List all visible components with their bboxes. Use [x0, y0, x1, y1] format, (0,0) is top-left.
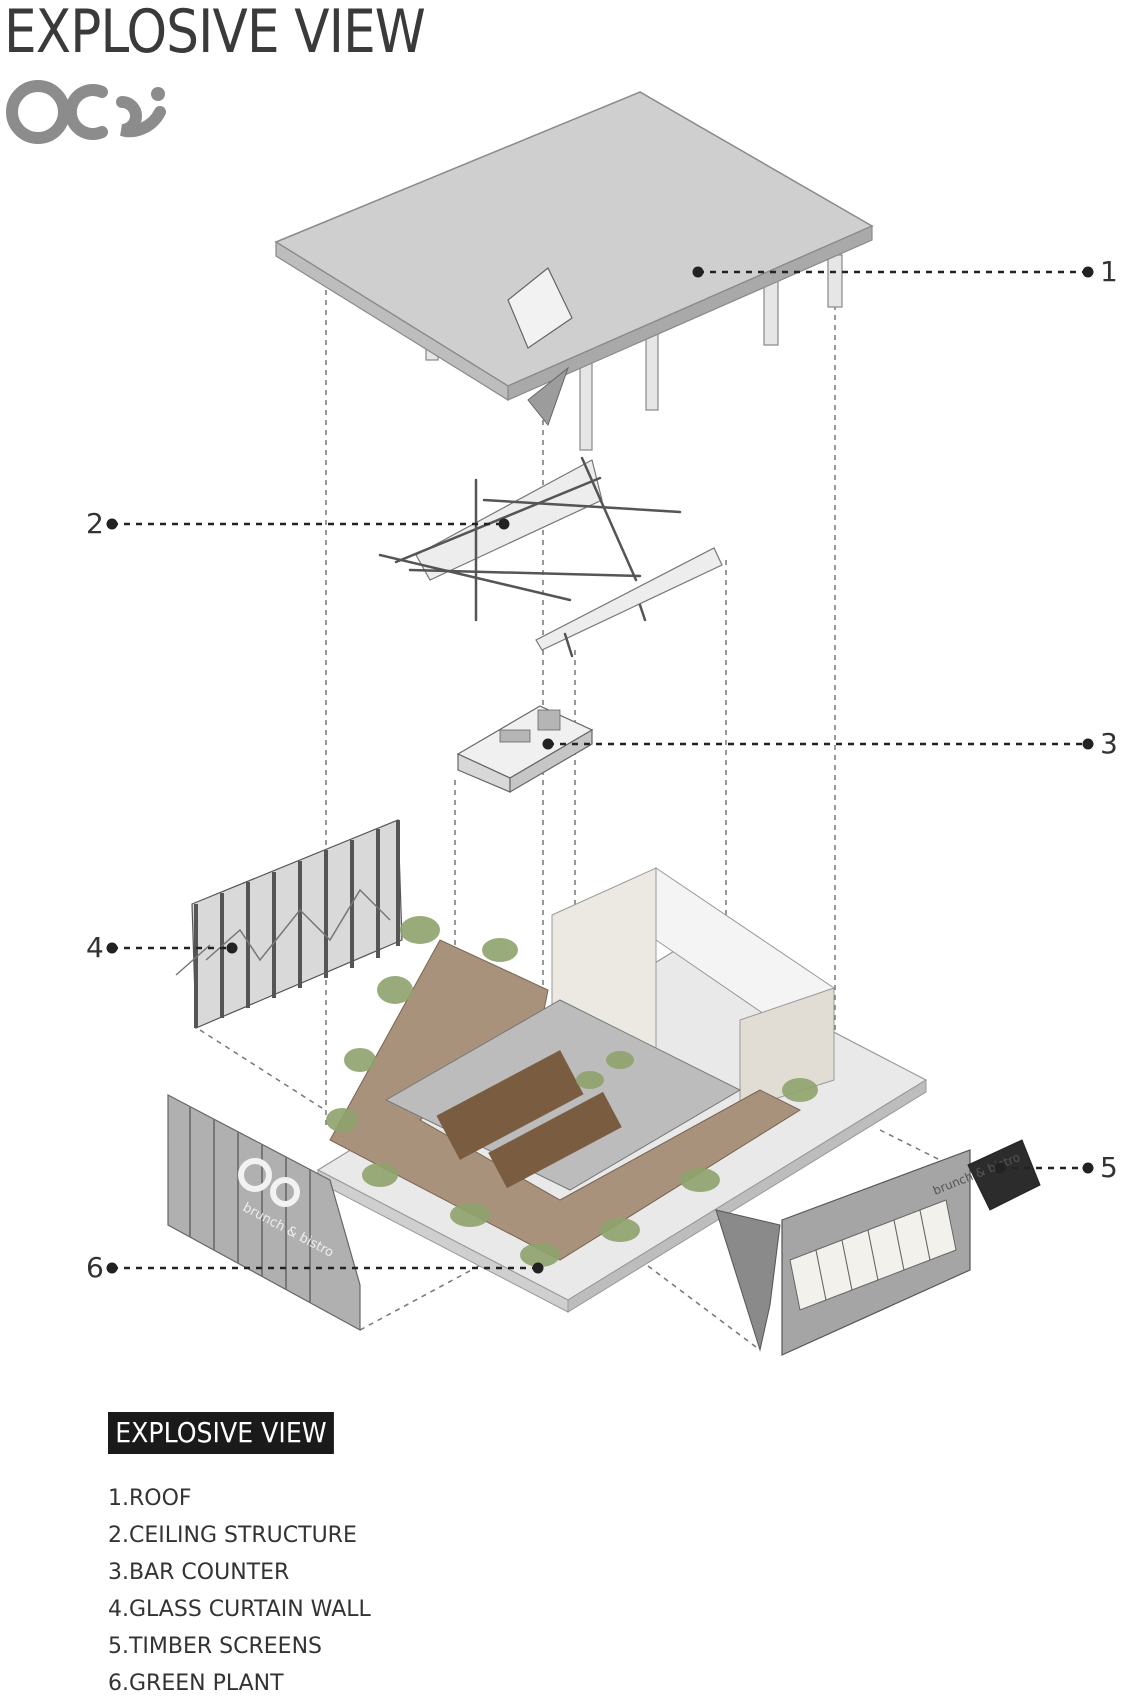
callout-number-2: 2 — [86, 507, 104, 540]
oci-logo-icon — [4, 72, 174, 156]
roof-element — [274, 91, 874, 451]
leader-dots — [106, 266, 1094, 1274]
green-plant-element — [326, 916, 818, 1267]
roof-skylight — [507, 267, 573, 349]
callout-number-5: 5 — [1100, 1151, 1118, 1184]
bar-counter-element — [456, 705, 594, 794]
page-title: EXPLOSIVE VIEW — [4, 0, 426, 67]
ceiling-structure-element — [378, 456, 723, 658]
legend-title: EXPLOSIVE VIEW — [108, 1412, 334, 1454]
exploded-axonometric-diagram: brunch & bistro brunch & bistro — [106, 91, 1094, 1356]
callout-number-3: 3 — [1100, 727, 1118, 760]
roof-column — [645, 329, 659, 411]
legend-item-glass-curtain-wall: 4.GLASS CURTAIN WALL — [108, 1597, 371, 1622]
left-sign-wall — [167, 1094, 361, 1332]
roof-column — [827, 254, 843, 308]
legend-item-timber-screens: 5.TIMBER SCREENS — [108, 1634, 323, 1659]
callout-number-6: 6 — [86, 1251, 104, 1284]
callout-number-4: 4 — [86, 931, 104, 964]
legend-item-green-plant: 6.GREEN PLANT — [108, 1671, 284, 1696]
legend-item-bar-counter: 3.BAR COUNTER — [108, 1560, 290, 1585]
legend-list: 1.ROOF 2.CEILING STRUCTURE 3.BAR COUNTER… — [108, 1480, 371, 1702]
roof-column — [763, 279, 779, 346]
legend-item-ceiling-structure: 2.CEILING STRUCTURE — [108, 1523, 357, 1548]
legend-item-roof: 1.ROOF — [108, 1486, 192, 1511]
leader-lines — [112, 270, 1088, 1270]
timber-screens-element — [715, 1139, 1041, 1356]
callout-number-1: 1 — [1100, 255, 1118, 288]
glass-curtain-wall-element — [175, 819, 403, 1029]
